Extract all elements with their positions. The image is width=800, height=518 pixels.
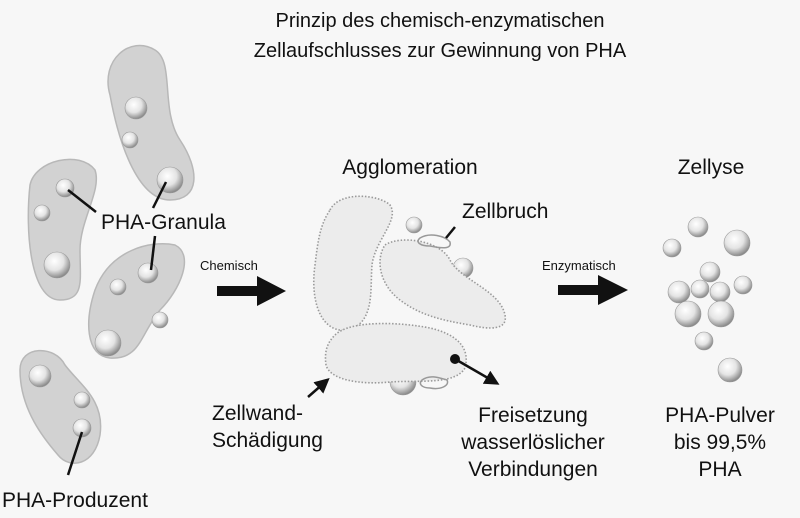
pha-granule bbox=[43, 251, 71, 279]
pha-granule bbox=[28, 364, 52, 388]
cell-bottom bbox=[19, 349, 102, 464]
label-enzymatisch: Enzymatisch bbox=[542, 258, 616, 273]
agglomerated-cells bbox=[312, 195, 506, 390]
producer-cells bbox=[19, 44, 195, 464]
label-freisetzung-3: Verbindungen bbox=[468, 458, 598, 481]
pha-granule bbox=[94, 329, 122, 357]
label-pulver-2: bis 99,5% bbox=[674, 431, 766, 454]
pha-granule bbox=[72, 418, 92, 438]
title-line-1: Prinzip des chemisch-enzymatischen bbox=[275, 10, 604, 32]
pha-granule bbox=[151, 311, 169, 329]
pha-granule bbox=[121, 131, 139, 149]
label-pulver-1: PHA-Pulver bbox=[665, 404, 775, 427]
label-agglomeration: Agglomeration bbox=[342, 156, 477, 179]
release-arrow bbox=[454, 357, 500, 385]
pha-granule bbox=[709, 281, 731, 303]
label-chemisch: Chemisch bbox=[200, 258, 258, 273]
pha-granule bbox=[694, 331, 714, 351]
pha-granule bbox=[156, 166, 184, 194]
pha-granule bbox=[667, 280, 691, 304]
pha-granule bbox=[109, 278, 127, 296]
cell-middle bbox=[88, 243, 186, 359]
pha-granule bbox=[707, 300, 735, 328]
label-zellwand-2: Schädigung bbox=[212, 429, 323, 452]
pha-granule bbox=[717, 357, 743, 383]
pha-granule bbox=[33, 204, 51, 222]
pha-granule bbox=[55, 178, 75, 198]
label-pha-produzent: PHA-Produzent bbox=[2, 489, 148, 512]
pha-granule bbox=[405, 216, 423, 234]
label-zellbruch: Zellbruch bbox=[462, 200, 548, 223]
arrow-enzymatisch bbox=[558, 275, 628, 305]
granula-pointer-lines bbox=[66, 181, 168, 476]
label-pulver-3: PHA bbox=[698, 458, 741, 481]
label-freisetzung-2: wasserlöslicher bbox=[460, 431, 605, 454]
pha-granule bbox=[733, 275, 753, 295]
cell-fragment-top bbox=[417, 234, 451, 249]
pha-granule bbox=[690, 279, 710, 299]
arrow-chemisch bbox=[217, 276, 286, 306]
title-line-2: Zellaufschlusses zur Gewinnung von PHA bbox=[254, 40, 627, 62]
pha-granule bbox=[687, 216, 709, 238]
pha-granule bbox=[662, 238, 682, 258]
pha-granule bbox=[699, 261, 721, 283]
pha-granule bbox=[723, 229, 751, 257]
cell-top bbox=[107, 44, 195, 201]
label-pha-granula: PHA-Granula bbox=[101, 211, 226, 234]
label-zellyse: Zellyse bbox=[678, 156, 745, 179]
pha-granule bbox=[137, 262, 159, 284]
label-zellwand-1: Zellwand- bbox=[212, 402, 303, 425]
zellwand-arrow bbox=[307, 378, 330, 398]
pha-granule bbox=[124, 96, 148, 120]
label-freisetzung-1: Freisetzung bbox=[478, 404, 588, 427]
cell-fragment-bottom bbox=[419, 376, 449, 390]
pha-granule bbox=[73, 391, 91, 409]
pha-granule bbox=[674, 300, 702, 328]
